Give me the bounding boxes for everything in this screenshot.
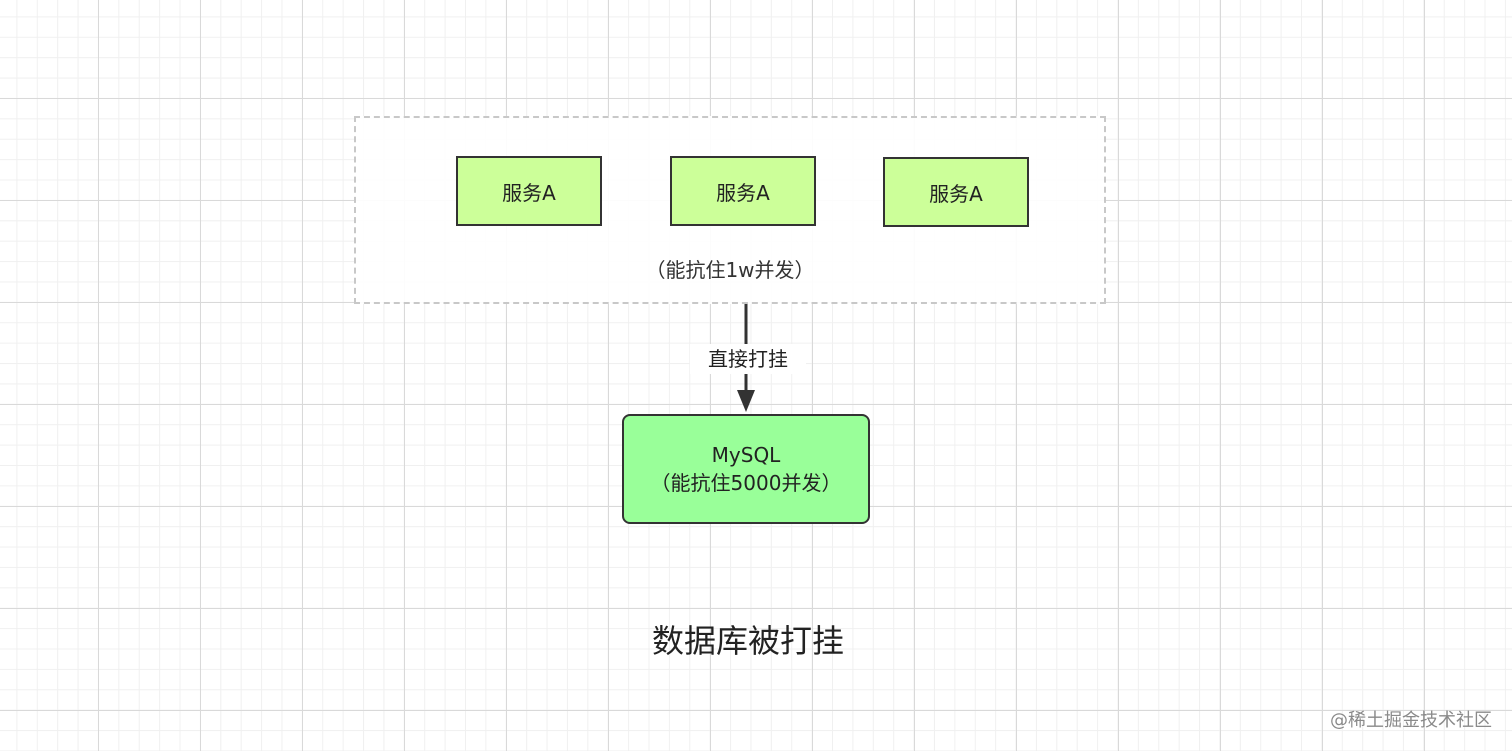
service-node-label: 服务A (716, 180, 770, 205)
diagram-title: 数据库被打挂 (651, 622, 844, 660)
watermark: @稀土掘金技术社区 (1330, 710, 1492, 731)
cluster-capacity-caption: （能抗住1w并发） (645, 258, 815, 282)
edge-label: 直接打挂 (690, 344, 806, 374)
mysql-node-name: MySQL (711, 443, 781, 467)
service-node-label: 服务A (929, 181, 983, 206)
service-node-3: 服务A (883, 157, 1029, 227)
service-node-label: 服务A (502, 180, 556, 205)
mysql-node-capacity: （能抗住5000并发） (650, 471, 842, 495)
service-node-2: 服务A (670, 156, 816, 226)
arrow-head (737, 390, 755, 412)
service-node-1: 服务A (456, 156, 602, 226)
mysql-node: MySQL （能抗住5000并发） (622, 414, 870, 524)
